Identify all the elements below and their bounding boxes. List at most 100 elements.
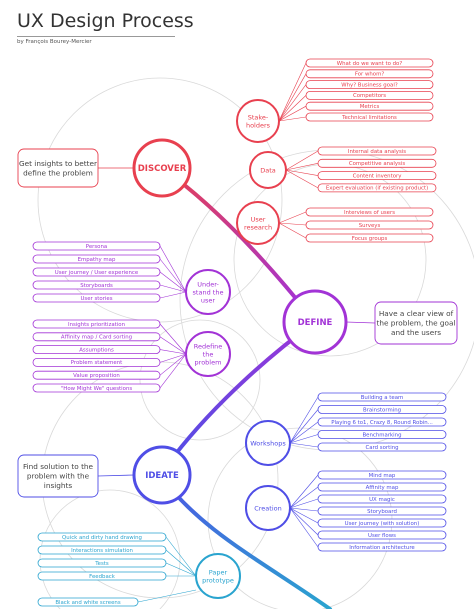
paper-prototype-node — [195, 553, 241, 599]
activity-label: Technical limitations — [341, 115, 397, 121]
activity-pill — [317, 506, 447, 516]
activity-pill — [305, 101, 434, 111]
activity-label: Building a team — [361, 395, 404, 401]
phase-label: IDEATE — [145, 471, 179, 481]
activity-label: UX magic — [369, 497, 395, 503]
connector-line — [285, 169, 319, 189]
connector-line — [285, 150, 319, 171]
connector-line — [278, 105, 307, 122]
subphase-label: Workshops — [250, 440, 286, 448]
understand-user-node — [185, 269, 231, 315]
activity-label: Assumptions — [79, 347, 114, 353]
activity-label: Card sorting — [365, 445, 398, 451]
activity-pill — [305, 233, 434, 243]
activity-label: For whom? — [355, 72, 385, 78]
activity-pill — [305, 220, 434, 230]
activity-label: User journey / User experience — [55, 270, 139, 276]
activity-pill — [317, 417, 447, 427]
connector-line — [165, 549, 197, 577]
connector-line — [165, 562, 197, 577]
activity-pill — [317, 518, 447, 528]
activity-label: Problem statement — [71, 360, 123, 366]
activity-label: Quick and dirty hand drawing — [62, 535, 142, 541]
activity-pill — [37, 571, 167, 581]
subphase-label: Creation — [254, 505, 282, 513]
ideate-phase-node — [132, 445, 192, 505]
activity-pill — [305, 91, 434, 100]
subphase-label: Under- — [197, 281, 219, 289]
connector-line — [278, 116, 307, 122]
activity-pill — [317, 392, 447, 402]
workshops-node — [245, 420, 291, 466]
connector-line — [159, 271, 187, 293]
discover-phase-node — [132, 138, 192, 198]
phase-note-box — [374, 301, 458, 345]
activity-label: Insights prioritization — [68, 322, 125, 328]
activity-pill — [305, 80, 434, 89]
connector-line — [159, 353, 187, 376]
connector-line — [137, 589, 197, 603]
phase-note-text: the problem, the goal — [376, 319, 455, 328]
activity-pill — [32, 241, 161, 251]
activity-label: What do we want to do? — [337, 61, 403, 67]
activity-pill — [32, 319, 161, 329]
data-node — [249, 151, 287, 189]
phase-label: DEFINE — [298, 318, 333, 328]
connector-line — [289, 434, 319, 444]
activity-pill — [37, 532, 167, 542]
connector-line — [159, 349, 187, 355]
page-title: UX Design Process — [17, 10, 194, 32]
connector-line — [278, 84, 307, 122]
activity-label: Storyboards — [80, 283, 113, 289]
creation-node — [245, 485, 291, 531]
activity-label: Persona — [86, 244, 107, 250]
activity-pill — [32, 370, 161, 380]
guide-circle — [37, 77, 283, 323]
activity-pill — [305, 58, 434, 68]
activity-label: Empathy map — [78, 257, 116, 263]
connector-line — [159, 323, 187, 355]
connector-line — [159, 258, 187, 293]
activity-pill — [305, 112, 434, 122]
connector-line — [289, 396, 319, 444]
activity-pill — [317, 530, 447, 540]
subphase-label: Data — [260, 167, 276, 175]
activity-pill — [317, 542, 447, 552]
connector-line — [289, 498, 319, 509]
activity-pill — [317, 482, 447, 492]
activity-pill — [317, 430, 447, 439]
stakeholders-node — [236, 99, 280, 143]
activity-pill — [32, 383, 161, 393]
connector-line — [159, 291, 187, 299]
connector-line — [159, 336, 187, 355]
note-connector — [97, 474, 135, 477]
connector-line — [289, 421, 319, 444]
activity-label: User flows — [368, 533, 396, 539]
activity-pill — [317, 405, 447, 414]
activity-pill — [32, 280, 161, 290]
note-connector — [345, 321, 376, 324]
activity-label: "How Might We" questions — [61, 386, 133, 392]
subphase-label: User — [251, 216, 266, 224]
activity-pill — [305, 69, 434, 79]
activity-label: Affinity map / Card sorting — [61, 335, 132, 341]
activity-label: Benchmarking — [362, 432, 401, 438]
redefine-problem-node — [185, 331, 231, 377]
activity-label: Affinity map — [366, 485, 399, 491]
activity-label: Storyboard — [367, 509, 397, 515]
activity-pill — [317, 470, 447, 480]
subphase-label: holders — [246, 122, 271, 130]
activity-label: Competitive analysis — [349, 161, 406, 167]
connector-line — [159, 284, 187, 293]
connector-line — [289, 474, 319, 509]
connector-line — [278, 73, 307, 122]
connector-line — [278, 222, 307, 226]
connector-line — [289, 507, 319, 548]
activity-label: User stories — [80, 296, 112, 302]
activity-pills: What do we want to do?For whom?Why? Busi… — [32, 58, 447, 607]
activity-label: Value proposition — [73, 373, 120, 379]
connector-line — [165, 536, 197, 577]
connector-line — [159, 245, 187, 293]
